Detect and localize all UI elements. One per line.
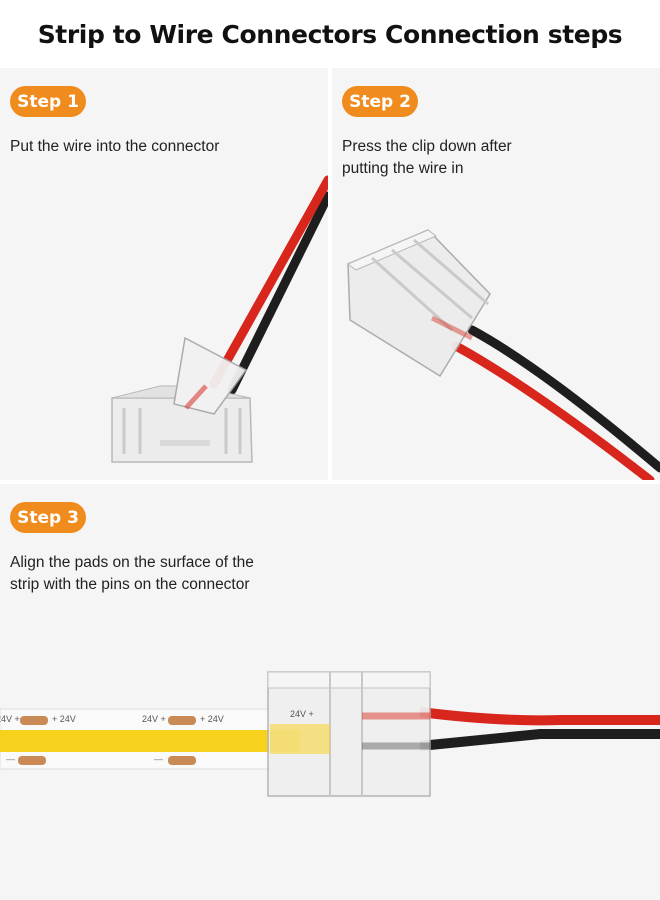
step-3-badge: Step 3: [10, 502, 86, 533]
pad-label-plus-center: 24V +: [142, 714, 166, 724]
connector-closed: [347, 229, 491, 378]
step-1-description: Put the wire into the connector: [10, 138, 220, 155]
step-2-description: Press the clip down after putting the wi…: [342, 138, 512, 177]
connector-open: [111, 336, 253, 463]
black-wire: [467, 325, 660, 473]
pad-label-plus-center-right: + 24V: [200, 714, 224, 724]
step-3-panel: Step 3 Align the pads on the surface of …: [0, 484, 660, 900]
red-wire: [209, 175, 328, 389]
cob-led-line: [0, 730, 300, 752]
step-2-badge: Step 2: [342, 86, 418, 117]
red-wire: [419, 707, 660, 726]
step-2-illustration: [347, 229, 660, 480]
black-wire: [419, 729, 660, 751]
strip-connector: [267, 671, 431, 797]
black-wire: [227, 191, 328, 395]
pad-label-plus-left: 24V +: [0, 714, 20, 724]
pad-label-minus-left: —: [6, 754, 15, 764]
step-3-description: Align the pads on the surface of the str…: [10, 554, 254, 593]
step-1-panel: Step 1 Put the wire into the connector: [0, 68, 328, 480]
pad-label-minus-center: —: [154, 754, 163, 764]
solder-pads: [18, 716, 196, 765]
step-2-panel: Step 2 Press the clip down after putting…: [332, 68, 660, 480]
step-1-illustration: [111, 175, 328, 463]
pad-label-connector: 24V +: [290, 709, 314, 719]
red-wire: [451, 341, 655, 480]
pad-label-plus-right: + 24V: [52, 714, 76, 724]
step-1-badge: Step 1: [10, 86, 86, 117]
page-title: Strip to Wire Connectors Connection step…: [37, 19, 623, 49]
step-3-illustration: [0, 671, 660, 797]
